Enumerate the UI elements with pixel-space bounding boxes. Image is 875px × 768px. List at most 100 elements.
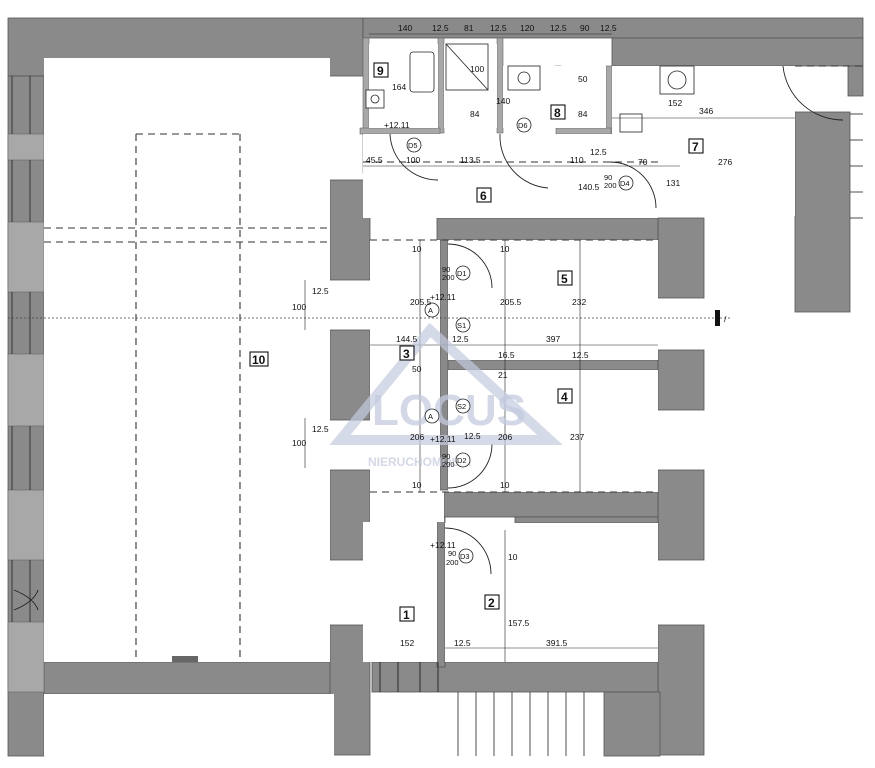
dim-110: 110 xyxy=(570,155,584,165)
dimension-texts: 45.5 100 113.5 110 12.5 140.5 70 131 276… xyxy=(292,64,732,648)
door-size-labels: 90 200 90 200 90 200 90 200 xyxy=(442,173,617,567)
dim-45-5: 45.5 xyxy=(366,155,383,165)
door-tag-d3: D3 xyxy=(460,552,470,561)
door-tag-a1: A xyxy=(428,306,433,315)
left-windows xyxy=(11,76,39,622)
ceiling-dashed-lines xyxy=(8,65,863,662)
dim-232: 232 xyxy=(572,297,586,307)
dim-16-5: 16.5 xyxy=(498,350,515,360)
dim-21: 21 xyxy=(498,370,508,380)
top-dim-4: 12.5 xyxy=(490,23,507,33)
dim-100-a: 100 xyxy=(406,155,420,165)
room-8-label: 8 xyxy=(554,106,561,120)
dim-12-5-f: 12.5 xyxy=(312,424,329,434)
room-5-label: 5 xyxy=(561,272,568,286)
dim-84-b: 84 xyxy=(578,109,588,119)
dim-131: 131 xyxy=(666,178,680,188)
door-tag-d1: D1 xyxy=(457,269,467,278)
dim-113-5: 113.5 xyxy=(460,155,481,165)
door-tag-s2: S2 xyxy=(457,402,466,411)
top-dim-1: 140 xyxy=(398,23,412,33)
dim-206-a: 206 xyxy=(410,432,424,442)
door-tag-d2: D2 xyxy=(457,456,467,465)
door-h-d4: 200 xyxy=(604,181,617,190)
dim-276: 276 xyxy=(718,157,732,167)
door-w-d2: 90 xyxy=(442,452,450,461)
door-h-d1: 200 xyxy=(442,273,455,282)
dim-206-b: 206 xyxy=(498,432,512,442)
dim-100-c: 100 xyxy=(292,302,306,312)
room-1-label: 1 xyxy=(403,608,410,622)
door-tag-d5: D5 xyxy=(408,141,418,150)
dim-164: 164 xyxy=(392,82,406,92)
dim-100-d: 100 xyxy=(292,438,306,448)
top-dim-8: 12.5 xyxy=(600,23,617,33)
dim-70: 70 xyxy=(638,157,648,167)
section-marker-text: / xyxy=(724,314,727,324)
dim-12-5-b: 12.5 xyxy=(452,334,469,344)
room-4-label: 4 xyxy=(561,390,568,404)
room-2-label: 2 xyxy=(488,596,495,610)
dim-12-5-c: 12.5 xyxy=(572,350,589,360)
dim-10-b: 10 xyxy=(500,480,510,490)
dim-205-5-a: 205.5 xyxy=(410,297,432,307)
top-dim-3: 81 xyxy=(464,23,474,33)
room-7-label: 7 xyxy=(692,140,699,154)
top-dim-2: 12.5 xyxy=(432,23,449,33)
dim-10-a: 10 xyxy=(500,244,510,254)
level-3: +12.11 xyxy=(430,540,456,550)
dim-140: 140 xyxy=(496,96,510,106)
dim-50: 50 xyxy=(578,74,588,84)
dim-12-5-g: 12.5 xyxy=(454,638,471,648)
dim-12-5-d: 12.5 xyxy=(464,431,481,441)
door-w-d1: 90 xyxy=(442,265,450,274)
room-labels: 1 2 3 4 5 6 7 8 9 10 xyxy=(249,62,704,622)
watermark-sub: NIERUCHOMOŚCI xyxy=(368,454,471,469)
door-tag-d6: D6 xyxy=(518,121,528,130)
dim-205-5-b: 205.5 xyxy=(500,297,522,307)
dim-12-5-a: 12.5 xyxy=(590,147,607,157)
dim-84-a: 84 xyxy=(470,109,480,119)
dim-157-5: 157.5 xyxy=(508,618,530,628)
door-tag-d4: D4 xyxy=(620,179,630,188)
dim-346: 346 xyxy=(699,106,713,116)
doors xyxy=(379,65,844,692)
dim-100-b: 100 xyxy=(470,64,484,74)
top-dimensions: 140 12.5 81 12.5 120 12.5 90 12.5 xyxy=(398,23,617,33)
walls xyxy=(7,17,864,757)
stairs xyxy=(457,113,863,756)
dim-152-a: 152 xyxy=(668,98,682,108)
section-marker: / xyxy=(715,310,727,326)
fixtures xyxy=(172,43,695,662)
top-dim-7: 90 xyxy=(580,23,590,33)
dim-237: 237 xyxy=(570,432,584,442)
top-dim-6: 12.5 xyxy=(550,23,567,33)
top-dim-5: 120 xyxy=(520,23,534,33)
door-w-d4: 90 xyxy=(604,173,612,182)
room-9-label: 9 xyxy=(377,64,384,78)
dim-144-5: 144.5 xyxy=(396,334,418,344)
level-4: +12.11 xyxy=(384,120,410,130)
dim-397: 397 xyxy=(546,334,560,344)
room-10-label: 10 xyxy=(252,353,266,367)
level-2: +12.11 xyxy=(430,434,456,444)
door-tag-s1: S1 xyxy=(457,321,466,330)
dim-50-b: 50 xyxy=(412,364,422,374)
door-w-d3: 90 xyxy=(448,549,456,558)
dim-152-b: 152 xyxy=(400,638,414,648)
dim-10-d: 10 xyxy=(412,244,422,254)
room-6-label: 6 xyxy=(480,189,487,203)
door-tag-a2: A xyxy=(428,412,433,421)
door-tags: D1 D2 D3 D4 D5 D6 S1 S2 A A xyxy=(406,117,634,564)
level-1: +12.11 xyxy=(430,292,456,302)
door-h-d2: 200 xyxy=(442,460,455,469)
dim-391-5: 391.5 xyxy=(546,638,568,648)
dim-12-5-e: 12.5 xyxy=(312,286,329,296)
door-h-d3: 200 xyxy=(446,558,459,567)
dim-10-e: 10 xyxy=(508,552,518,562)
watermark-brand: LOCUS xyxy=(372,386,526,435)
dim-10-c: 10 xyxy=(412,480,422,490)
room-3-label: 3 xyxy=(403,347,410,361)
watermark: LOCUS NIERUCHOMOŚCI xyxy=(329,322,563,469)
